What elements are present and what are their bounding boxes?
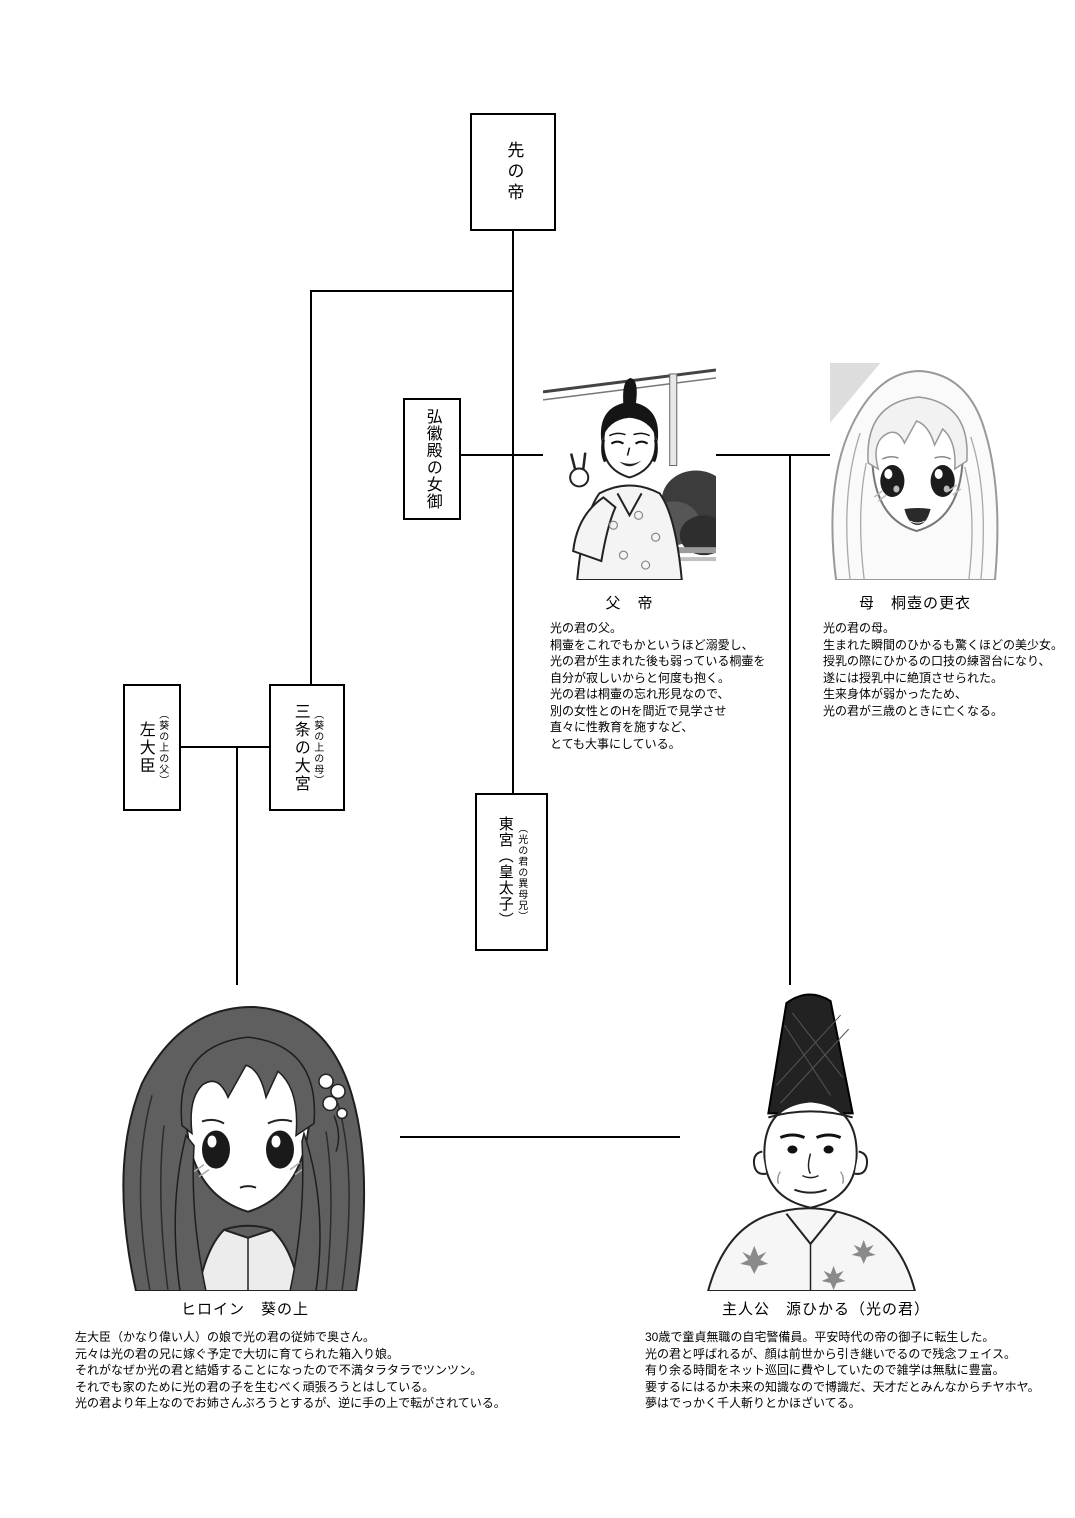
description-aoi: 左大臣（かなり偉い人）の娘で光の君の従姉で奥さん。 元々は光の君の兄に嫁ぐ予定で… [75,1330,506,1410]
description-father-emperor: 光の君の父。 桐壷をこれでもかというほど溺愛し、 光の君が生まれた後も弱っている… [550,621,766,751]
node-previous-emperor: 先の帝 [470,113,556,231]
portrait-hikaru [680,985,941,1291]
caption-father-emperor: 父 帝 [605,595,654,612]
node-sadaijin-note: （葵の上の父） [156,709,168,786]
node-sanjo: 三条の大宮 （葵の上の母） [269,684,345,811]
caption-aoi: ヒロイン 葵の上 [180,1301,309,1318]
node-sanjo-note: （葵の上の母） [311,709,323,786]
portrait-aoi [90,985,400,1291]
edge-emperor-branch [310,290,514,292]
edge-hikaru-descent [789,454,791,985]
portrait-mother-kiritsubo [830,363,1001,580]
edge-kokiden-father-marriage [461,454,543,456]
father-emperor-illustration [543,366,716,580]
node-sadaijin-label: 左大臣 [136,720,154,775]
node-kokiden: 弘徽殿の女御 [403,398,461,520]
edge-aoi-descent [236,746,238,985]
description-hikaru: 30歳で童貞無職の自宅警備員。平安時代の帝の御子に転生した。 光の君と呼ばれるが… [645,1330,1040,1410]
hikaru-illustration [680,985,941,1291]
node-kokiden-label: 弘徽殿の女御 [423,408,441,510]
edge-father-mother-marriage [716,454,830,456]
caption-mother-kiritsubo: 母 桐壺の更衣 [858,595,971,612]
description-mother-kiritsubo: 光の君の母。 生まれた瞬間のひかるも驚くほどの美少女。 授乳の際にひかるの口技の… [823,621,1064,718]
node-togu-note: （光の君の異母兄） [515,822,527,922]
node-previous-emperor-label: 先の帝 [504,140,524,204]
node-sadaijin: 左大臣 （葵の上の父） [123,684,181,811]
edge-sanjo-descent [310,290,312,684]
node-togu-label: 東宮（皇太子） [496,816,514,928]
aoi-illustration [90,985,400,1291]
edge-emperor-descent [512,231,514,793]
caption-hikaru: 主人公 源ひかる（光の君） [721,1301,930,1318]
edge-sadaijin-sanjo-marriage [181,746,269,748]
portrait-father-emperor [543,366,716,580]
edge-aoi-hikaru-marriage [400,1136,680,1138]
node-sanjo-label: 三条の大宮 [291,702,309,793]
node-togu: 東宮（皇太子） （光の君の異母兄） [475,793,548,951]
mother-kiritsubo-illustration [830,363,1001,580]
